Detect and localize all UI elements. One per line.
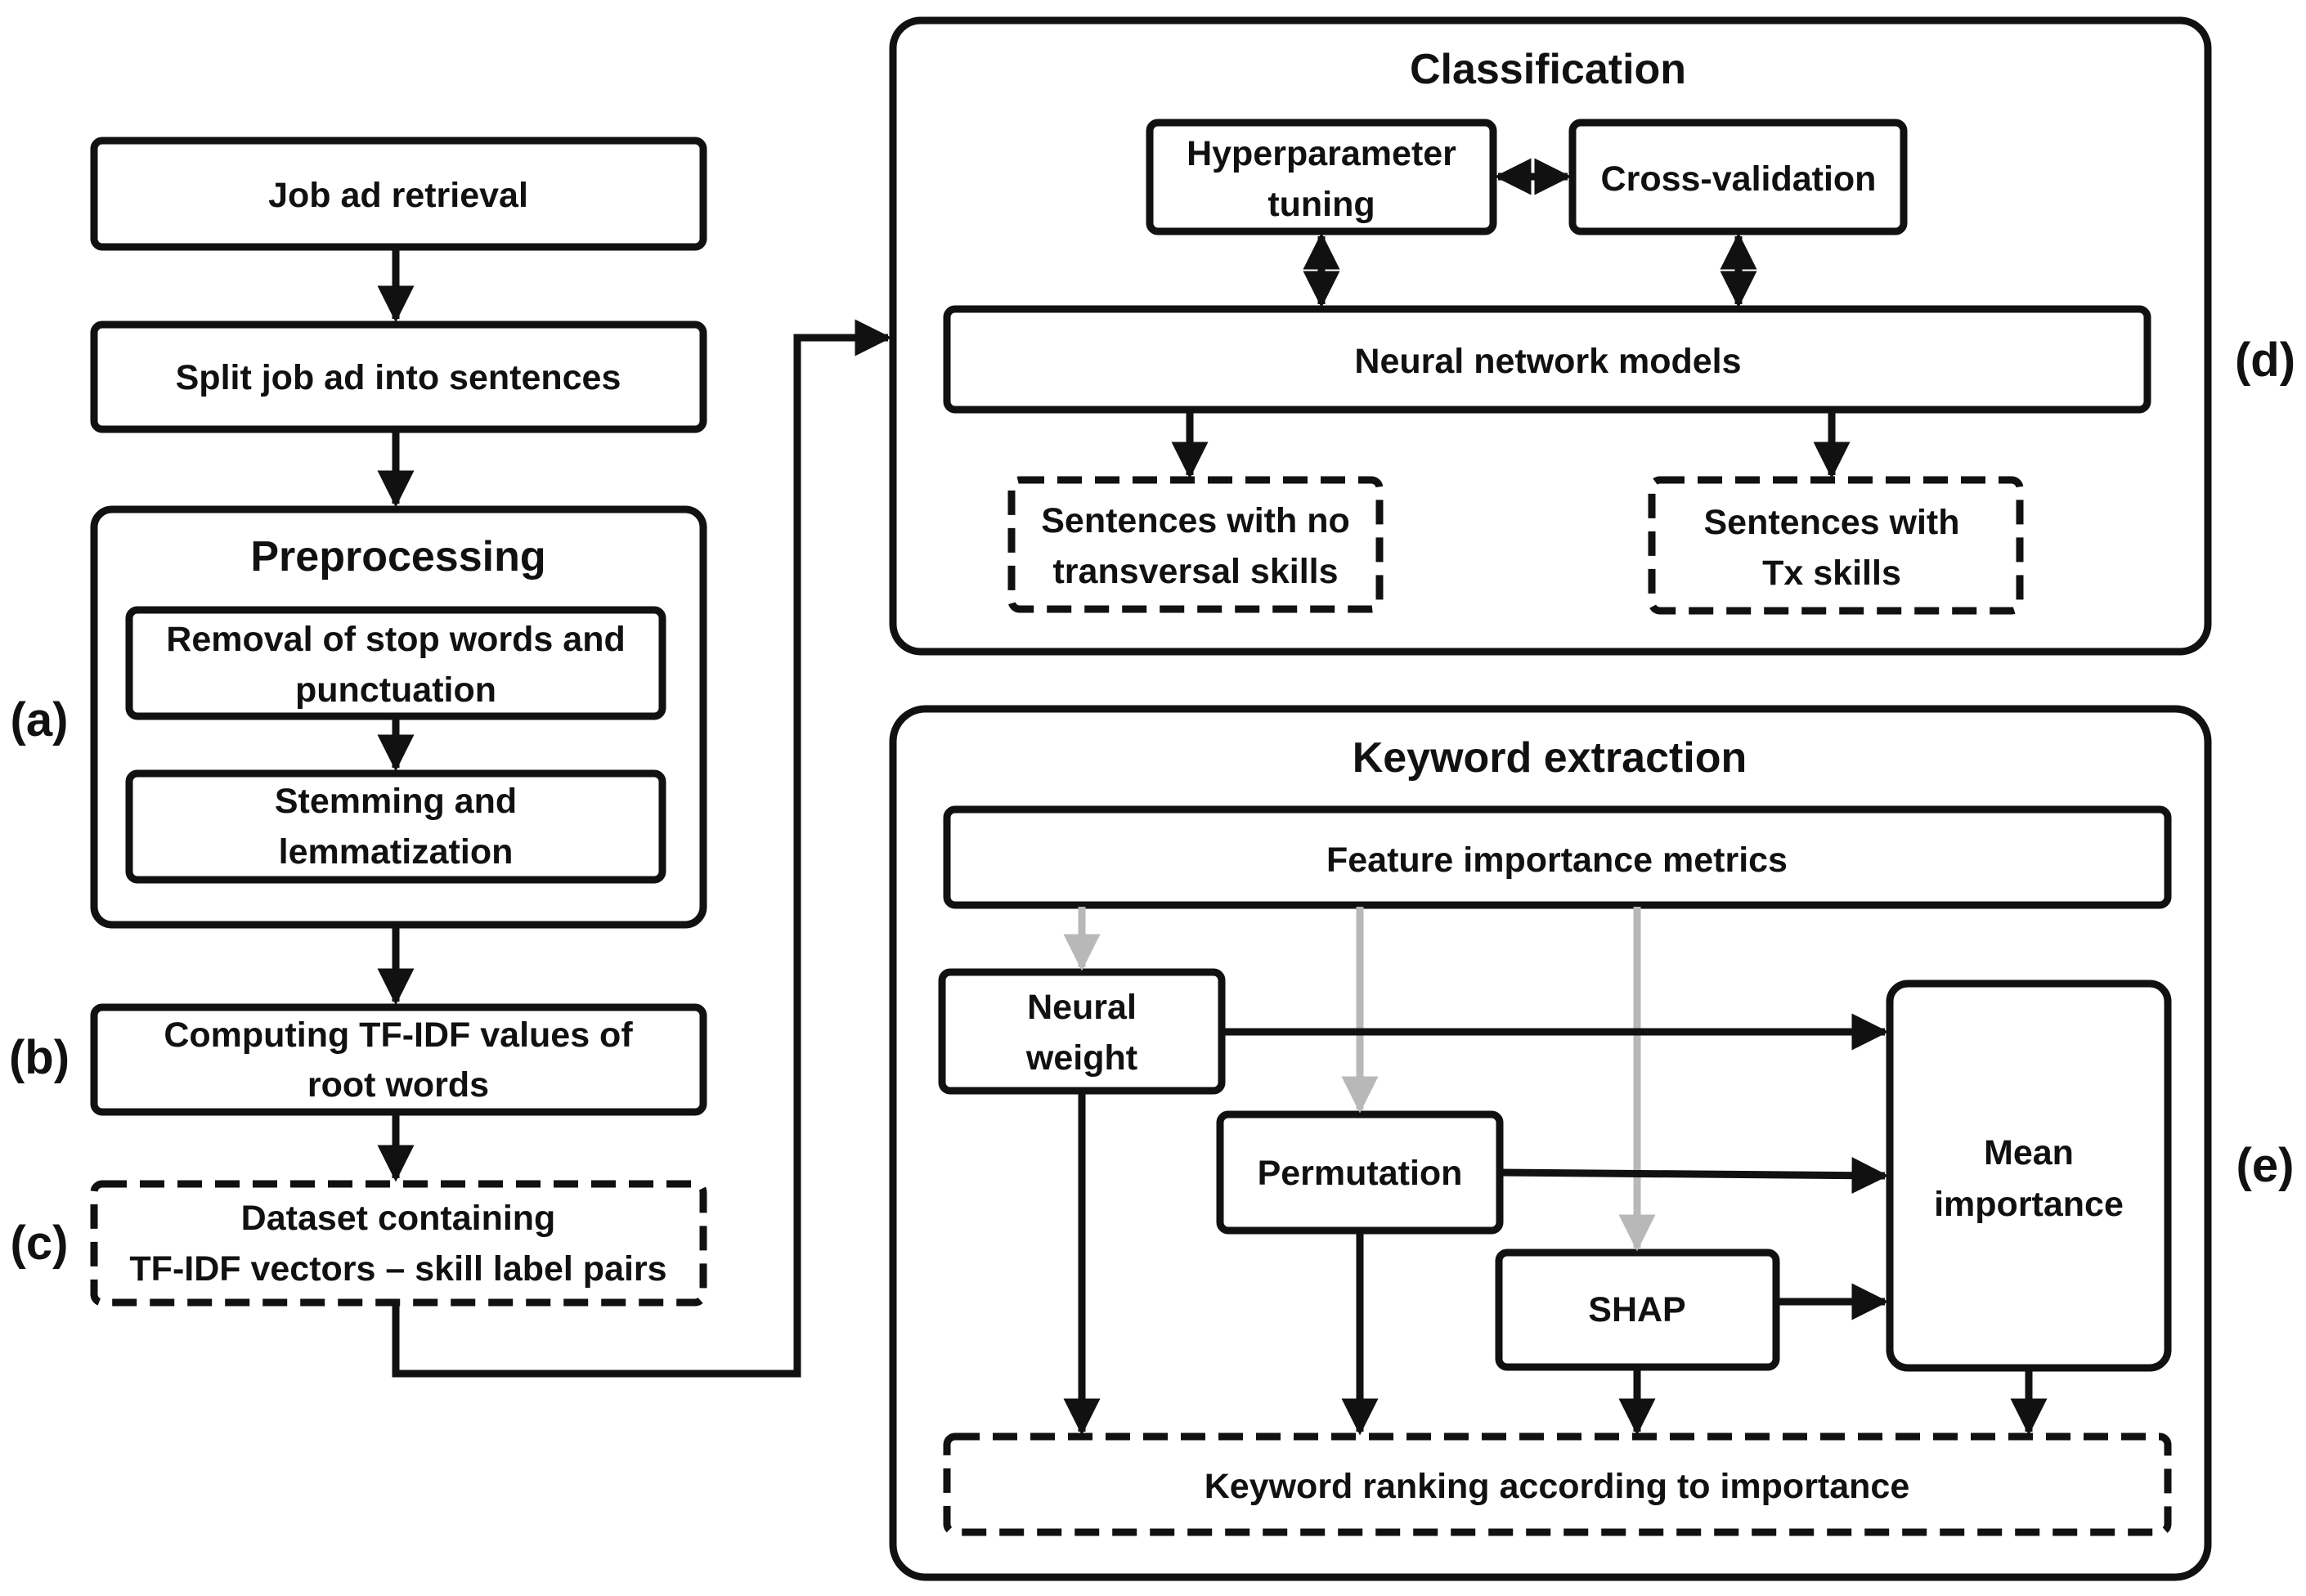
neural-weight-line-1: Neural	[1027, 988, 1137, 1027]
cross-validation-label: Cross-validation	[1601, 159, 1877, 199]
dataset-line-1: Dataset containing	[241, 1199, 556, 1238]
split-sentences-box: Split job ad into sentences	[90, 321, 707, 433]
hyperparameter-tuning-box: Hyperparameter tuning	[1146, 119, 1497, 235]
classification-group: Classification Hyperparameter tuning Cro…	[889, 16, 2212, 656]
job-ad-retrieval-box: Job ad retrieval	[90, 137, 707, 251]
label-c: (c)	[11, 1217, 69, 1270]
no-tx-line-1: Sentences with no	[1041, 501, 1350, 540]
removal-line-2: punctuation	[295, 670, 496, 710]
shap-label: SHAP	[1588, 1290, 1685, 1329]
preprocessing-title: Preprocessing	[250, 533, 545, 581]
mean-importance-box: Mean importance	[1886, 980, 2172, 1372]
neural-network-models-box: Neural network models	[943, 305, 2151, 414]
tfidf-line-1: Computing TF-IDF values of	[164, 1015, 633, 1055]
arrow-dataset-to-classification	[392, 319, 892, 1378]
feature-importance-box: Feature importance metrics	[943, 805, 2172, 909]
stemming-line-2: lemmatization	[279, 832, 514, 872]
classification-arrows	[1171, 158, 1851, 479]
keyword-ranking-label: Keyword ranking according to importance	[1205, 1467, 1910, 1506]
stemming-line-1: Stemming and	[275, 782, 517, 821]
dataset-box: Dataset containing TF-IDF vectors – skil…	[90, 1180, 707, 1307]
tx-line-2: Tx skills	[1762, 554, 1901, 593]
label-b: (b)	[9, 1031, 70, 1084]
dataset-line-2: TF-IDF vectors – skill label pairs	[129, 1249, 666, 1289]
hyper-line-1: Hyperparameter	[1187, 134, 1456, 173]
permutation-label: Permutation	[1258, 1154, 1463, 1193]
keyword-ranking-box: Keyword ranking according to importance	[943, 1432, 2172, 1536]
job-ad-retrieval-label: Job ad retrieval	[268, 176, 528, 215]
tfidf-box: Computing TF-IDF values of root words	[90, 1003, 707, 1116]
keyword-extraction-group: Keyword extraction Feature importance me…	[889, 705, 2212, 1581]
tx-skills-box: Sentences with Tx skills	[1648, 476, 2024, 615]
keyword-arrows	[1063, 1013, 2048, 1436]
arrow-permutation-to-mean	[1499, 1157, 1889, 1195]
permutation-box: Permutation	[1216, 1110, 1504, 1235]
shap-box: SHAP	[1495, 1249, 1780, 1371]
classification-title: Classification	[1410, 46, 1686, 93]
gray-arrows	[1063, 907, 1656, 1252]
neural-models-label: Neural network models	[1354, 342, 1741, 381]
split-sentences-label: Split job ad into sentences	[176, 358, 621, 397]
keyword-extraction-title: Keyword extraction	[1353, 734, 1747, 782]
no-tx-line-2: transversal skills	[1052, 552, 1338, 591]
tfidf-line-2: root words	[307, 1065, 489, 1105]
label-e: (e)	[2236, 1139, 2295, 1192]
label-d: (d)	[2235, 334, 2295, 387]
neural-weight-line-2: weight	[1025, 1038, 1137, 1078]
removal-line-1: Removal of stop words and	[166, 620, 625, 659]
feature-metrics-label: Feature importance metrics	[1326, 841, 1788, 880]
hyper-line-2: tuning	[1267, 185, 1375, 224]
removal-stopwords-box: Removal of stop words and punctuation	[125, 606, 666, 720]
cross-validation-box: Cross-validation	[1568, 119, 1908, 235]
label-a: (a)	[11, 693, 69, 746]
left-flow-arrows	[377, 247, 892, 1378]
tx-line-1: Sentences with	[1703, 503, 1959, 542]
mean-line-2: importance	[1934, 1185, 2124, 1224]
neural-weight-box: Neural weight	[938, 968, 1226, 1095]
no-transversal-skills-box: Sentences with no transversal skills	[1007, 476, 1384, 613]
mean-line-1: Mean	[1984, 1133, 2074, 1172]
stemming-box: Stemming and lemmatization	[125, 769, 666, 884]
